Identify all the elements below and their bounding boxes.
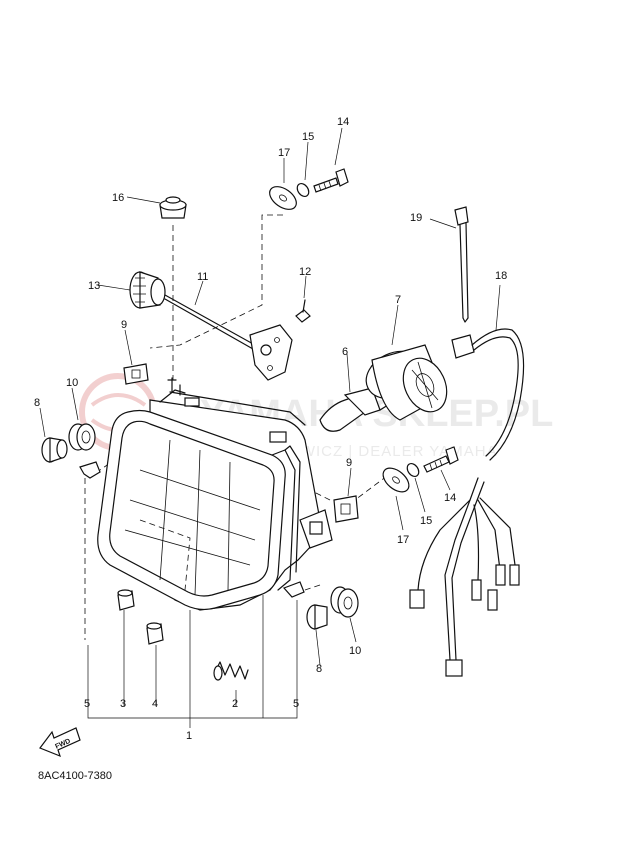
- part-6-bulb: [319, 381, 389, 432]
- part-2-spring: [213, 661, 249, 681]
- callout-6: 6: [342, 346, 348, 358]
- part-9-grommet-upper: [123, 363, 149, 385]
- fwd-arrow-icon: FWD: [39, 727, 81, 758]
- callout-14-lower: 14: [444, 492, 456, 504]
- part-9-grommet-lower: [333, 495, 359, 523]
- part-14-bolt-upper: [313, 168, 349, 193]
- part-19-cable-tie: [454, 206, 469, 323]
- callout-7: 7: [395, 294, 401, 306]
- part-8-bushing-left: [41, 437, 68, 463]
- part-7-rubber-cover: [365, 344, 448, 421]
- callout-18: 18: [495, 270, 507, 282]
- callout-8-right: 8: [316, 663, 322, 675]
- callout-11: 11: [197, 271, 208, 283]
- callout-17-lower: 17: [397, 534, 409, 546]
- headlight-unit: [97, 377, 333, 611]
- part-17-washer-upper: [269, 186, 297, 210]
- callout-14-upper: 14: [337, 116, 349, 128]
- leader-lines: [39, 127, 501, 728]
- part-10-grommet-left: [68, 423, 96, 451]
- part-15-lockwasher-upper: [296, 182, 310, 198]
- callout-19: 19: [410, 212, 422, 224]
- callout-5-left: 5: [84, 698, 90, 710]
- part-18-wire-harness: [409, 328, 525, 677]
- callout-15-lower: 15: [420, 515, 432, 527]
- callout-5-right: 5: [293, 698, 299, 710]
- diagram-code: 8AC4100-7380: [38, 770, 113, 782]
- callout-2: 2: [232, 698, 238, 710]
- part-5-clip-left: [79, 461, 101, 479]
- part-12-screw: [295, 299, 311, 323]
- part-11-adjuster-rod: [164, 294, 293, 381]
- callout-10-right: 10: [349, 645, 361, 657]
- callout-9-lower: 9: [346, 457, 352, 469]
- callout-13: 13: [88, 280, 100, 292]
- part-8-bushing-right: [306, 604, 328, 630]
- part-17-washer-right: [382, 467, 410, 493]
- callout-16: 16: [112, 192, 124, 204]
- callout-17-upper: 17: [278, 147, 290, 159]
- part-4-nut: [146, 622, 164, 645]
- part-3-cap-nut: [117, 589, 135, 611]
- callout-9-upper: 9: [121, 319, 127, 331]
- callout-1: 1: [186, 730, 192, 742]
- part-10-grommet-right: [330, 586, 359, 618]
- part-13-adjuster-gear: [129, 271, 166, 309]
- part-5-clip-right: [282, 581, 305, 598]
- parts-upper-fasteners: [269, 168, 349, 210]
- callout-3: 3: [120, 698, 126, 710]
- part-15-lockwasher-right: [406, 462, 420, 478]
- part-16-rubber-cap: [159, 196, 187, 219]
- callout-15-upper: 15: [302, 131, 314, 143]
- callout-8-left: 8: [34, 397, 40, 409]
- part-14-bolt-right: [423, 446, 459, 473]
- callout-12: 12: [299, 266, 311, 278]
- callout-10-left: 10: [66, 377, 78, 389]
- callout-4: 4: [152, 698, 158, 710]
- callout-labels: 14 15 17 16 19 18 12 11 13 7 9 6 10 8 9 …: [34, 116, 507, 742]
